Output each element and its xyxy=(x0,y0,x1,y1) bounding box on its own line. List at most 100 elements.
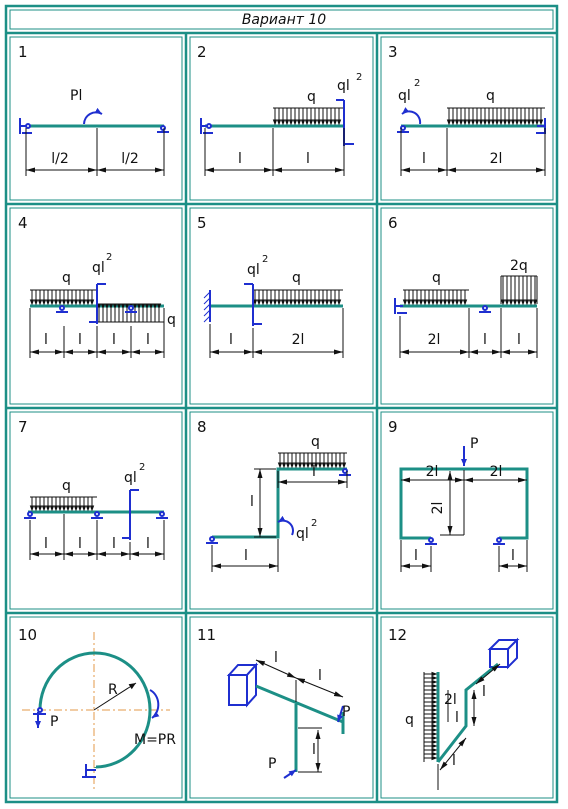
roller-support xyxy=(56,305,137,313)
load-arrow-head xyxy=(458,119,464,126)
exponent: 2 xyxy=(106,252,112,263)
load-arrow-head xyxy=(337,462,343,469)
load-arrow-head xyxy=(89,505,95,512)
load-arrow-head xyxy=(316,119,322,126)
dim-label: 2l xyxy=(490,151,503,167)
load-arrow-head xyxy=(280,299,286,306)
load-arrow-head xyxy=(341,462,347,469)
dim-label: 2l xyxy=(428,332,441,348)
cell-number-2: 2 xyxy=(197,43,207,61)
load-label: q xyxy=(62,270,71,286)
load-arrow-head xyxy=(500,299,506,306)
scheme-9: P 2l 2l 2l l l xyxy=(399,436,529,572)
load-arrow-head xyxy=(104,303,110,310)
load-arrow-head xyxy=(272,119,278,126)
moment-arrow-icon xyxy=(401,107,422,125)
load-arrow-head xyxy=(45,299,51,306)
dim-label: l xyxy=(274,650,278,666)
load-arrow-head xyxy=(470,119,476,126)
scheme-1: Pl l/2 l/2 xyxy=(19,88,169,176)
load-arrow-head xyxy=(431,739,438,745)
load-arrow-head xyxy=(61,505,67,512)
load-arrow-head xyxy=(520,299,526,306)
dim-label: l xyxy=(483,332,487,348)
moment-label: ql xyxy=(337,78,350,94)
dim-label: l xyxy=(414,548,418,564)
force-label: P xyxy=(470,436,478,452)
dim-label: l xyxy=(146,536,150,552)
load-arrow-head xyxy=(522,119,528,126)
load-arrow-head xyxy=(304,299,310,306)
load-arrow-head xyxy=(45,505,51,512)
load-arrow-head xyxy=(148,303,154,310)
load-label: q xyxy=(307,89,316,105)
scheme-3: ql 2 q l 2l xyxy=(397,78,546,176)
cell-number-8: 8 xyxy=(197,418,207,436)
load-arrow-head xyxy=(292,119,298,126)
load-arrow-head xyxy=(518,119,524,126)
scheme-7: q ql 2 l l l l xyxy=(24,462,168,560)
load-arrow-head xyxy=(57,505,63,512)
load-arrow-head xyxy=(328,119,334,126)
load-arrow-head xyxy=(434,299,440,306)
fixed-pin-support xyxy=(200,118,213,134)
load-arrow-head xyxy=(466,119,472,126)
moment-bracket xyxy=(122,489,139,540)
load-arrow-head xyxy=(268,299,274,306)
load-arrow-head xyxy=(49,505,55,512)
load-arrow-head xyxy=(284,119,290,126)
load-arrow-head xyxy=(304,119,310,126)
load-arrow-head xyxy=(512,299,518,306)
load-arrow-head xyxy=(305,462,311,469)
load-arrow-head xyxy=(508,299,514,306)
force-arrow-icon xyxy=(283,769,297,779)
frame-member xyxy=(399,467,529,540)
load-arrow-head xyxy=(431,695,438,701)
load-label: q xyxy=(486,88,495,104)
exponent: 2 xyxy=(356,72,362,83)
load-arrow-head xyxy=(120,303,126,310)
exponent: 2 xyxy=(139,462,145,473)
load-arrow-head xyxy=(281,462,287,469)
scheme-2: q ql 2 l l xyxy=(200,72,362,176)
fixed-pin-support xyxy=(425,537,437,545)
dim-label: l xyxy=(250,494,254,510)
dim-label: l xyxy=(78,332,82,348)
load-arrow-head xyxy=(41,505,47,512)
load-arrow-head xyxy=(406,299,412,306)
cell-number-11: 11 xyxy=(197,626,216,644)
load-arrow-head xyxy=(116,303,122,310)
load-arrow-head xyxy=(329,462,335,469)
roller-support xyxy=(24,511,168,519)
load-arrow-head xyxy=(418,299,424,306)
load-arrow-head xyxy=(61,299,67,306)
load-label: q xyxy=(405,712,414,728)
load-arrow-head xyxy=(77,299,83,306)
load-arrow-head xyxy=(308,119,314,126)
load-arrow-head xyxy=(256,299,262,306)
load-arrow-head xyxy=(402,299,408,306)
load-arrow-head xyxy=(462,119,468,126)
load-arrow-head xyxy=(446,299,452,306)
load-arrow-head xyxy=(431,719,438,725)
load-arrow-head xyxy=(524,299,530,306)
force-arrow-icon xyxy=(337,705,344,723)
cell-number-4: 4 xyxy=(18,214,28,232)
load-arrow-head xyxy=(320,299,326,306)
sheet-frame xyxy=(4,4,559,804)
moment-label: ql xyxy=(398,88,411,104)
load-arrow-head xyxy=(462,299,468,306)
load-arrow-head xyxy=(96,303,102,310)
load-arrow-head xyxy=(144,303,150,310)
load-arrow-head xyxy=(446,119,452,126)
sheet-title: Вариант 10 xyxy=(242,12,326,28)
load-arrow-head xyxy=(276,119,282,126)
load-label: q xyxy=(167,312,176,328)
load-arrow-head xyxy=(317,462,323,469)
scheme-10: R P M=PR xyxy=(22,632,176,790)
load-arrow-head xyxy=(260,299,266,306)
load-arrow-head xyxy=(325,462,331,469)
dim-label: l xyxy=(306,151,310,167)
load-arrow-head xyxy=(504,299,510,306)
load-arrow-head xyxy=(297,462,303,469)
